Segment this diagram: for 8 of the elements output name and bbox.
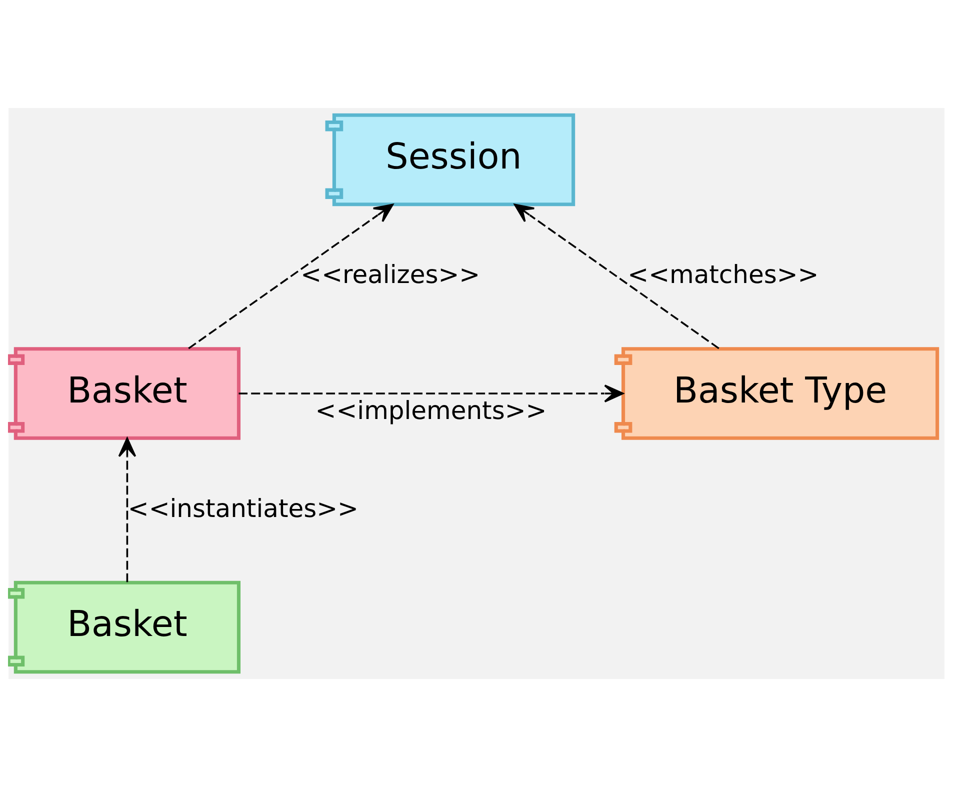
arrow: [238, 384, 624, 402]
edge-label: <<matches>>: [628, 260, 819, 289]
edge-label: <<realizes>>: [300, 260, 480, 289]
arrow: [514, 203, 720, 349]
edge-label: <<instantiates>>: [128, 493, 358, 522]
arrow: [118, 437, 136, 582]
edge-label: <<implements>>: [315, 395, 547, 424]
arrow: [188, 203, 394, 349]
